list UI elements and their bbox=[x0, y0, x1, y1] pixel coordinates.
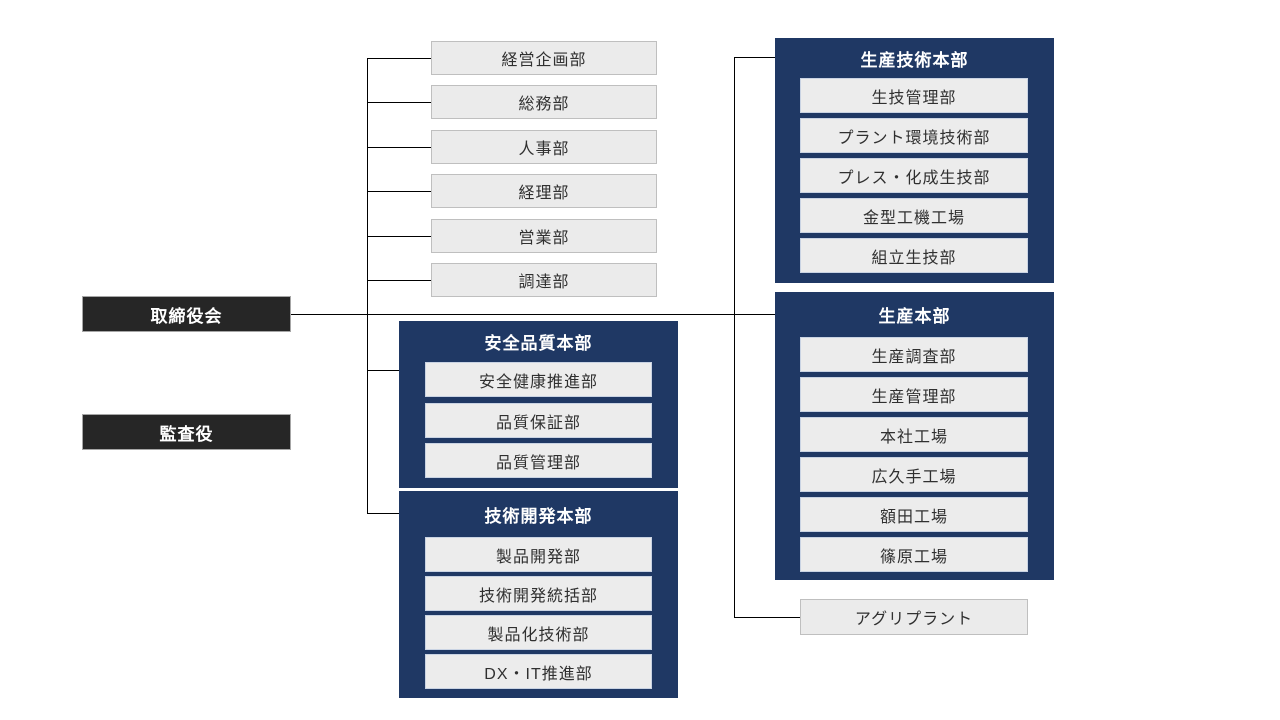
dept-box-human-resources: 人事部 bbox=[431, 130, 657, 164]
connector-branch bbox=[367, 147, 431, 148]
dept-label: 総務部 bbox=[518, 96, 570, 113]
connector-branch-safety bbox=[367, 370, 399, 371]
sub-dept-box: 品質管理部 bbox=[425, 443, 652, 478]
dept-label: アグリプラント bbox=[854, 611, 974, 628]
division-title: 技術開発本部 bbox=[484, 506, 593, 526]
dept-label: 人事部 bbox=[518, 141, 570, 158]
auditor-label: 監査役 bbox=[159, 424, 214, 444]
division-safety-quality: 安全品質本部 安全健康推進部 品質保証部 品質管理部 bbox=[399, 321, 678, 488]
sub-dept-label: 生産管理部 bbox=[871, 388, 957, 406]
sub-dept-label: プラント環境技術部 bbox=[837, 129, 991, 147]
dept-label: 経理部 bbox=[518, 185, 570, 202]
connector-right-trunk bbox=[734, 57, 735, 618]
division-header: 安全品質本部 bbox=[399, 321, 678, 362]
sub-dept-box: 組立生技部 bbox=[800, 238, 1028, 273]
division-header: 生産本部 bbox=[775, 292, 1054, 337]
division-header: 技術開発本部 bbox=[399, 491, 678, 537]
division-production: 生産本部 生産調査部 生産管理部 本社工場 広久手工場 額田工場 篠原工場 bbox=[775, 292, 1054, 580]
dept-box-agri-plant: アグリプラント bbox=[800, 599, 1028, 635]
board-of-directors-box: 取締役会 bbox=[82, 296, 291, 332]
sub-dept-label: 生産調査部 bbox=[871, 348, 957, 366]
connector-branch-prodtech bbox=[734, 57, 775, 58]
sub-dept-box: プラント環境技術部 bbox=[800, 118, 1028, 153]
sub-dept-label: 組立生技部 bbox=[871, 249, 957, 267]
division-header: 生産技術本部 bbox=[775, 38, 1054, 78]
sub-dept-label: 技術開発統括部 bbox=[478, 587, 598, 605]
connector-branch bbox=[367, 236, 431, 237]
sub-dept-box: 広久手工場 bbox=[800, 457, 1028, 492]
sub-dept-label: 額田工場 bbox=[879, 508, 948, 526]
dept-box-procurement: 調達部 bbox=[431, 263, 657, 297]
sub-dept-label: 広久手工場 bbox=[871, 468, 957, 486]
connector-left-trunk bbox=[367, 58, 368, 514]
sub-dept-label: 生技管理部 bbox=[871, 89, 957, 107]
dept-box-corporate-planning: 経営企画部 bbox=[431, 41, 657, 75]
dept-label: 調達部 bbox=[518, 274, 570, 291]
sub-dept-box: 生技管理部 bbox=[800, 78, 1028, 113]
sub-dept-box: プレス・化成生技部 bbox=[800, 158, 1028, 193]
connector-main bbox=[291, 314, 775, 315]
dept-label: 経営企画部 bbox=[501, 52, 587, 69]
division-title: 安全品質本部 bbox=[484, 334, 593, 353]
sub-dept-label: DX・IT推進部 bbox=[484, 665, 593, 683]
sub-dept-label: 金型工機工場 bbox=[862, 209, 965, 227]
connector-branch bbox=[367, 280, 431, 281]
connector-branch-techdev bbox=[367, 513, 399, 514]
sub-dept-box: 生産調査部 bbox=[800, 337, 1028, 372]
dept-box-sales: 営業部 bbox=[431, 219, 657, 253]
sub-dept-box: DX・IT推進部 bbox=[425, 654, 652, 689]
auditor-box: 監査役 bbox=[82, 414, 291, 450]
connector-branch-agri bbox=[734, 617, 800, 618]
division-title: 生産本部 bbox=[878, 307, 951, 326]
board-of-directors-label: 取締役会 bbox=[150, 306, 223, 326]
connector-branch bbox=[367, 58, 431, 59]
connector-branch bbox=[367, 191, 431, 192]
sub-dept-box: 金型工機工場 bbox=[800, 198, 1028, 233]
dept-box-general-affairs: 総務部 bbox=[431, 85, 657, 119]
dept-label: 営業部 bbox=[518, 230, 570, 247]
sub-dept-box: 品質保証部 bbox=[425, 403, 652, 438]
sub-dept-label: 製品化技術部 bbox=[487, 626, 590, 644]
dept-box-accounting: 経理部 bbox=[431, 174, 657, 208]
sub-dept-box: 安全健康推進部 bbox=[425, 362, 652, 397]
division-title: 生産技術本部 bbox=[860, 50, 969, 70]
sub-dept-label: 品質管理部 bbox=[495, 454, 581, 472]
sub-dept-box: 製品化技術部 bbox=[425, 615, 652, 650]
sub-dept-label: 品質保証部 bbox=[495, 414, 581, 432]
sub-dept-label: 安全健康推進部 bbox=[478, 373, 598, 391]
division-production-engineering: 生産技術本部 生技管理部 プラント環境技術部 プレス・化成生技部 金型工機工場 … bbox=[775, 38, 1054, 283]
sub-dept-label: 製品開発部 bbox=[495, 548, 581, 566]
sub-dept-box: 篠原工場 bbox=[800, 537, 1028, 572]
sub-dept-label: 本社工場 bbox=[879, 428, 948, 446]
sub-dept-box: 技術開発統括部 bbox=[425, 576, 652, 611]
connector-branch bbox=[367, 102, 431, 103]
sub-dept-box: 製品開発部 bbox=[425, 537, 652, 572]
sub-dept-box: 額田工場 bbox=[800, 497, 1028, 532]
sub-dept-label: 篠原工場 bbox=[879, 548, 948, 566]
sub-dept-box: 生産管理部 bbox=[800, 377, 1028, 412]
sub-dept-label: プレス・化成生技部 bbox=[837, 169, 991, 187]
sub-dept-box: 本社工場 bbox=[800, 417, 1028, 452]
division-technology-development: 技術開発本部 製品開発部 技術開発統括部 製品化技術部 DX・IT推進部 bbox=[399, 491, 678, 698]
